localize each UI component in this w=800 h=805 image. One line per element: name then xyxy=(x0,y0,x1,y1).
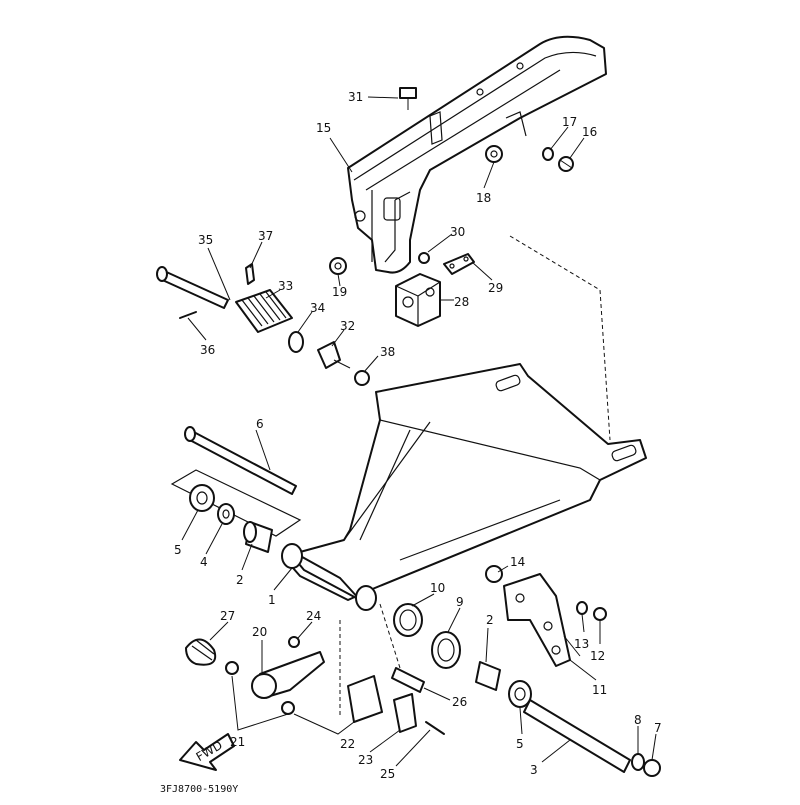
callout-27: 27 xyxy=(220,609,235,623)
leader-lines xyxy=(181,96,657,767)
washer-21-upper xyxy=(225,661,239,675)
callout-31: 31 xyxy=(348,90,363,104)
callout-33: 33 xyxy=(278,279,293,293)
bolt-26 xyxy=(391,667,425,693)
bolt-12 xyxy=(593,607,607,621)
shaft-3 xyxy=(523,699,631,773)
callout-7: 7 xyxy=(654,721,662,735)
callout-30: 30 xyxy=(450,225,465,239)
bushing-2-right xyxy=(475,661,501,691)
callout-25: 25 xyxy=(380,767,395,781)
nut-7 xyxy=(643,759,661,777)
bracket-11 xyxy=(503,573,571,667)
bolt-31 xyxy=(399,87,417,110)
callout-16: 16 xyxy=(582,125,597,139)
callout-14: 14 xyxy=(510,555,525,569)
drawing-code: 3FJ8700-5190Y xyxy=(160,784,238,795)
chain-case xyxy=(347,35,607,274)
washer-17 xyxy=(542,147,554,161)
washer-21-lower xyxy=(281,701,295,715)
collar-30 xyxy=(418,252,430,264)
callout-34: 34 xyxy=(310,301,325,315)
callout-32: 32 xyxy=(340,319,355,333)
oil-seal-10 xyxy=(393,603,423,637)
bolt-16 xyxy=(558,156,574,172)
callout-8: 8 xyxy=(634,713,642,727)
callout-1: 1 xyxy=(268,593,276,607)
callout-26: 26 xyxy=(452,695,467,709)
forward-arrow-icon: FWD xyxy=(179,733,235,771)
nut-24 xyxy=(288,636,300,648)
oil-seal-5-left xyxy=(189,484,215,512)
spring-27 xyxy=(185,638,217,666)
washer-13 xyxy=(576,601,588,615)
spring-33 xyxy=(235,289,293,333)
callout-23: 23 xyxy=(358,753,373,767)
chain-guide-block xyxy=(395,273,441,327)
callout-2-left: 2 xyxy=(236,573,244,587)
bolt-19 xyxy=(329,257,347,275)
callout-19: 19 xyxy=(332,285,347,299)
assembly-line-case xyxy=(509,235,611,441)
callout-13: 13 xyxy=(574,637,589,651)
callout-28: 28 xyxy=(454,295,469,309)
plate-23 xyxy=(393,693,417,733)
lever-20 xyxy=(251,651,325,699)
bolt-18 xyxy=(485,145,503,163)
pivot-shaft xyxy=(156,266,229,309)
bolt-14 xyxy=(485,565,503,583)
callout-6: 6 xyxy=(256,417,264,431)
buffer-22 xyxy=(347,675,383,723)
bracket-32 xyxy=(317,341,351,369)
callout-12: 12 xyxy=(590,649,605,663)
callout-20: 20 xyxy=(252,625,267,639)
callout-24: 24 xyxy=(306,609,321,623)
callout-10: 10 xyxy=(430,581,445,595)
callout-5-left: 5 xyxy=(174,543,182,557)
callout-9: 9 xyxy=(456,595,464,609)
callout-4: 4 xyxy=(200,555,208,569)
oil-seal-5-right xyxy=(508,680,532,708)
callout-29: 29 xyxy=(488,281,503,295)
callout-38: 38 xyxy=(380,345,395,359)
washer-8 xyxy=(631,753,645,771)
guide-plate xyxy=(443,253,475,275)
swingarm xyxy=(281,363,647,611)
cotter-pin-37 xyxy=(245,263,255,285)
callout-11: 11 xyxy=(592,683,607,697)
callout-35: 35 xyxy=(198,233,213,247)
nut-38 xyxy=(354,370,370,386)
callout-36: 36 xyxy=(200,343,215,357)
callout-37: 37 xyxy=(258,229,273,243)
callout-17: 17 xyxy=(562,115,577,129)
pivot-bolt-6 xyxy=(184,426,297,495)
callout-labels: 1 2 2 3 4 5 5 6 7 8 9 10 11 12 13 14 15 … xyxy=(174,90,662,781)
washer-4 xyxy=(217,503,235,525)
bushing-2-left xyxy=(243,521,273,553)
washer-34 xyxy=(288,331,304,353)
callout-2-right: 2 xyxy=(486,613,494,627)
callout-22: 22 xyxy=(340,737,355,751)
bolt-25 xyxy=(425,721,445,735)
callout-3: 3 xyxy=(530,763,538,777)
callout-5-right: 5 xyxy=(516,737,524,751)
bolt-36 xyxy=(179,311,197,319)
bearing-9 xyxy=(431,631,461,669)
callout-18: 18 xyxy=(476,191,491,205)
callout-15: 15 xyxy=(316,121,331,135)
callout-21: 21 xyxy=(230,735,245,749)
